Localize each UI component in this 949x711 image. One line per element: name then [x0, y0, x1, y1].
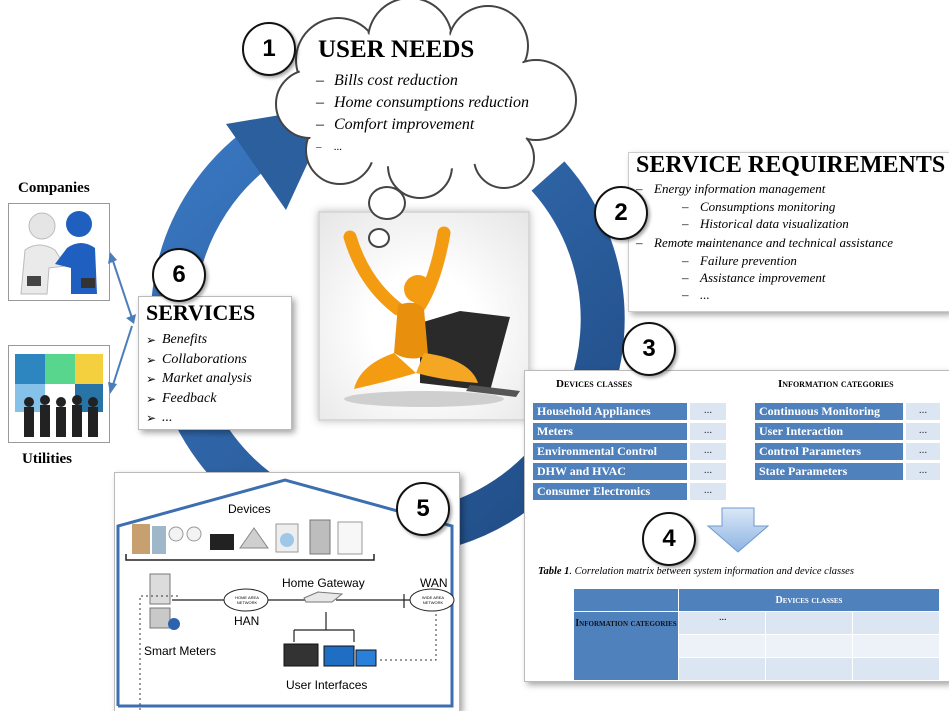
device-class-value: ...: [689, 462, 727, 481]
info-category-value: ...: [905, 422, 941, 441]
list-item: ...: [682, 286, 826, 303]
matrix-corner: [574, 589, 678, 611]
list-item: Assistance improvement: [682, 269, 825, 286]
device-class-cell: Consumer Electronics: [532, 482, 688, 501]
step-1-badge: 1: [242, 22, 296, 76]
utilities-image: [8, 345, 110, 443]
handshake-icon: [20, 211, 97, 295]
info-category-cell: Continuous Monitoring: [754, 402, 904, 421]
devices-classes-header: Devices classes: [556, 378, 633, 390]
wan-label: WAN: [420, 576, 448, 590]
list-item: Benefits: [146, 330, 252, 350]
correlation-matrix: Devices classes Information categories .…: [574, 589, 939, 680]
device-class-value: ...: [689, 422, 727, 441]
list-item: Historical data visualization: [682, 215, 849, 232]
matrix-cell: [766, 635, 852, 657]
service-requirements-list-2: Remote maintenance and technical assista…: [636, 234, 893, 252]
list-item: Remote maintenance and technical assista…: [636, 234, 893, 252]
matrix-cell: [853, 635, 939, 657]
thought-bubble-small: [368, 228, 390, 248]
han-label: HAN: [234, 614, 260, 628]
step-5-badge: 5: [396, 482, 450, 536]
services-title: SERVICES: [146, 300, 256, 325]
device-class-cell: Environmental Control: [532, 442, 688, 461]
matrix-cell: [679, 635, 765, 657]
info-category-cell: Control Parameters: [754, 442, 904, 461]
info-category-value: ...: [905, 462, 941, 481]
info-category-value: ...: [905, 402, 941, 421]
information-categories-header: Information categories: [778, 378, 894, 390]
table-caption: Table 1. Correlation matrix between syst…: [538, 566, 854, 577]
service-requirements-list-1: Energy information management: [636, 180, 825, 198]
matrix-cell: [766, 658, 852, 680]
info-category-value: ...: [905, 442, 941, 461]
matrix-cell: ...: [679, 612, 765, 634]
person-with-laptop-icon: [343, 226, 520, 407]
step-6-badge: 6: [152, 248, 206, 302]
devices-label: Devices: [228, 502, 271, 516]
information-categories-table: Continuous Monitoring ... User Interacti…: [754, 402, 944, 481]
user-interfaces-label: User Interfaces: [286, 678, 368, 692]
han-cloud-label: HOME AREA NETWORK: [235, 595, 259, 605]
list-item: ...: [146, 408, 252, 428]
puzzle-people-icon: [15, 354, 103, 437]
matrix-cell: [853, 612, 939, 634]
list-item: Feedback: [146, 389, 252, 408]
companies-label: Companies: [18, 180, 90, 196]
step-4-badge: 4: [642, 512, 696, 566]
step-2-badge: 2: [594, 186, 648, 240]
list-item: Home consumptions reduction: [316, 92, 529, 114]
services-list: Benefits Collaborations Market analysis …: [146, 330, 252, 428]
device-class-value: ...: [689, 402, 727, 421]
list-item: Consumptions monitoring: [682, 198, 849, 215]
matrix-column-header: Devices classes: [679, 589, 939, 611]
device-class-cell: Meters: [532, 422, 688, 441]
smart-meters-label: Smart Meters: [144, 644, 217, 658]
service-requirements-title: SERVICE REQUIREMENTS: [636, 152, 946, 178]
list-item: Comfort improvement: [316, 114, 529, 136]
info-category-cell: State Parameters: [754, 462, 904, 481]
table-caption-label: Table 1: [538, 566, 570, 577]
table-caption-text: . Correlation matrix between system info…: [569, 566, 854, 577]
matrix-row-header: Information categories: [574, 612, 678, 680]
matrix-cell: [766, 612, 852, 634]
list-item: Collaborations: [146, 350, 252, 369]
list-item: Bills cost reduction: [316, 70, 529, 92]
info-category-cell: User Interaction: [754, 422, 904, 441]
center-image: [318, 211, 530, 421]
devices-classes-table: Household Appliances ... Meters ... Envi…: [532, 402, 728, 501]
list-item: Energy information management: [636, 180, 825, 198]
gateway-label: Home Gateway: [282, 576, 365, 590]
user-needs-list: Bills cost reduction Home consumptions r…: [316, 70, 529, 158]
device-class-cell: DHW and HVAC: [532, 462, 688, 481]
wan-cloud-label: WIDE AREA NETWORK: [421, 595, 445, 605]
matrix-cell: [853, 658, 939, 680]
list-item: Failure prevention: [682, 252, 826, 269]
device-class-value: ...: [689, 482, 727, 501]
service-requirements-sublist-2: Failure prevention Assistance improvemen…: [682, 252, 826, 303]
utilities-label: Utilities: [22, 451, 72, 467]
companies-image: [8, 203, 110, 301]
matrix-cell: [679, 658, 765, 680]
list-item: Market analysis: [146, 369, 252, 389]
user-needs-title: USER NEEDS: [318, 36, 475, 63]
device-class-value: ...: [689, 442, 727, 461]
device-class-cell: Household Appliances: [532, 402, 688, 421]
list-item: ...: [316, 136, 529, 158]
step-3-badge: 3: [622, 322, 676, 376]
